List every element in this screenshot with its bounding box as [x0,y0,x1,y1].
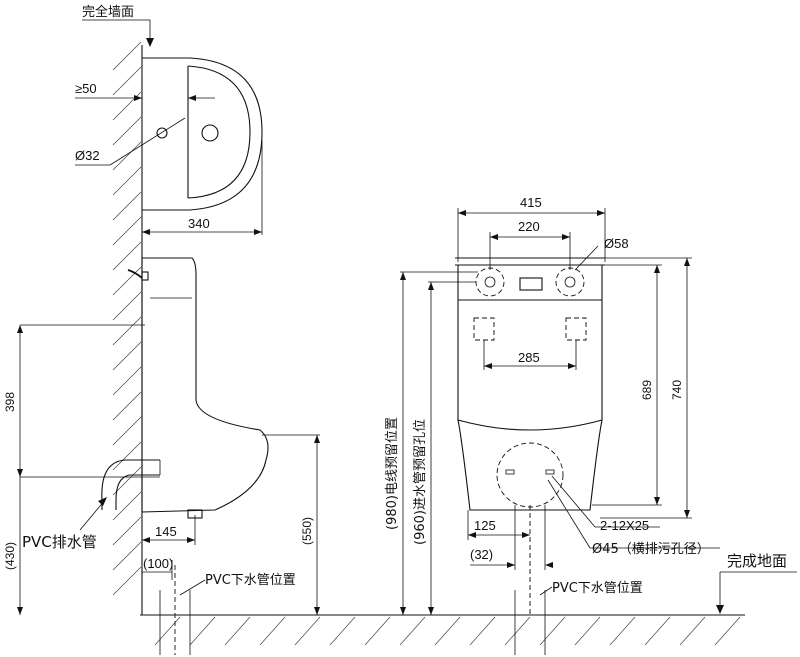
svg-text:(960)进水管预留孔位: (960)进水管预留孔位 [413,419,428,545]
side-hole-label: Ø45（横排污孔径） [547,479,720,557]
svg-text:145: 145 [155,524,177,539]
pvc-downpipe-left: PVC下水管位置 [159,565,296,655]
svg-text:(980)电线预留位置: (980)电线预留位置 [385,417,400,530]
svg-text:(100): (100) [143,556,173,571]
floor [140,614,745,646]
svg-text:PVC下水管位置: PVC下水管位置 [205,573,296,588]
svg-text:2-12X25: 2-12X25 [600,518,649,533]
dim-125: 125 [467,510,530,540]
pvc-drain-label: PVC排水管 [22,497,107,551]
svg-text:Ø58: Ø58 [604,236,629,251]
right-inlet-circle [555,267,585,297]
power-cable [127,269,143,279]
svg-text:PVC排水管: PVC排水管 [22,533,97,551]
wall-hatching [112,41,142,596]
svg-text:≥50: ≥50 [75,81,97,96]
bottom-drain-circle [496,442,564,508]
svg-text:740: 740 [670,380,684,400]
svg-text:Ø45（横排污孔径）: Ø45（横排污孔径） [592,542,710,557]
dim-398: 398 [3,324,160,478]
pvc-downpipe-right: PVC下水管位置 [514,581,643,655]
svg-text:Ø32: Ø32 [75,148,100,163]
svg-text:完成地面: 完成地面 [727,552,787,570]
finished-floor-label: 完成地面 [716,552,797,614]
svg-text:398: 398 [3,392,17,412]
dim-dia-32: Ø32 [75,117,186,166]
floor-hatching [154,616,741,646]
dim-min-gap: ≥50 [75,81,215,101]
finished-wall-label: 完全墙面 [82,4,154,47]
dim-689: 689 [592,264,662,506]
dim-holes: 2-12X25 [551,475,660,533]
dim-220: 220 [489,219,571,270]
dim-100: (100) [142,556,173,580]
right-bracket [565,317,587,341]
wall [112,41,143,615]
svg-text:(430): (430) [3,542,17,570]
svg-text:完全墙面: 完全墙面 [82,4,134,20]
svg-text:689: 689 [640,380,654,400]
dim-285: 285 [483,340,577,370]
left-inlet-circle [475,267,505,297]
dim-depth-340: 340 [142,140,263,235]
dim-dia-58: Ø58 [574,236,629,271]
left-bracket [473,317,495,341]
inlet-hole-top [156,127,168,139]
sensor-box [519,277,543,291]
dim-145: 145 [142,515,196,545]
dim-980-power: (980)电线预留位置 [385,271,478,615]
svg-text:PVC下水管位置: PVC下水管位置 [552,581,643,596]
svg-text:(32): (32) [470,547,493,562]
side-view [101,257,269,519]
svg-text:415: 415 [520,195,542,210]
drain-trap-inner [115,474,160,510]
svg-text:340: 340 [188,216,210,231]
front-view [455,257,605,615]
svg-text:(550): (550) [300,517,314,545]
dim-415: 415 [457,195,606,262]
drain-hole-top [201,124,219,142]
dim-960-inlet: (960)进水管预留孔位 [413,281,476,615]
svg-text:220: 220 [518,219,540,234]
dim-430: (430) [3,477,23,615]
svg-text:285: 285 [518,350,540,365]
dim-740: 740 [600,257,692,519]
dim-32: (32) [470,505,553,570]
top-view: ≥50 Ø32 340 [75,57,263,235]
svg-text:125: 125 [474,518,496,533]
dim-550: (550) [262,434,320,615]
